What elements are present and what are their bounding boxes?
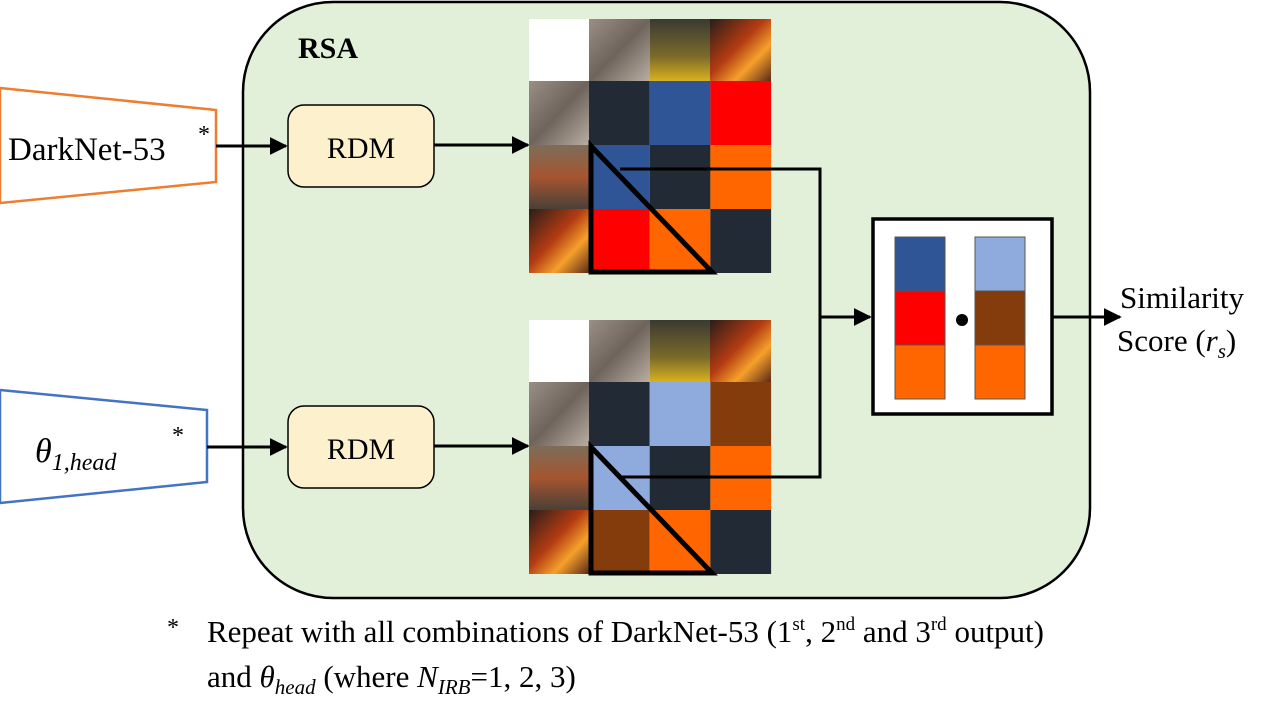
connector-top-to-compare [620,167,822,317]
matrix-cell-r1-c1 [649,145,711,209]
matrix-cell-r2-c2 [710,510,772,574]
lower-triangle-outline-top [588,139,718,275]
rdm-matrix-top [529,19,772,275]
darknet-label: DarkNet-53 [8,132,166,168]
score-label: Score (rs) [1117,323,1236,363]
thumb-rubble-col [589,19,650,81]
thumb-fire-col [710,19,771,81]
vector-cell-0 [974,236,1026,292]
matrix-cell-r0-c0 [589,81,650,145]
darknet-input-shape [0,86,218,205]
vector-cell-1 [974,290,1026,346]
matrix-cell-r0-c1 [649,81,711,145]
thumb-crowd-col [650,320,710,382]
thumb-fire-row [529,209,589,273]
matrix-cell-r0-c2 [710,382,772,446]
vector-cell-2 [894,344,946,400]
thumb-town-row [529,446,589,510]
matrix-cell-r2-c0 [589,209,650,273]
vector-cell-0 [894,236,946,292]
thumb-crowd-col [650,19,710,81]
matrix-bottom-blank-corner [529,320,589,382]
matrix-cell-r0-c2 [710,81,772,145]
matrix-top-blank-corner [529,19,589,81]
theta-symbol: θ [35,433,52,470]
rsa-container [241,0,1092,600]
vector-cell-2 [974,344,1026,400]
rdm-top-label: RDM [327,132,395,165]
matrix-cell-r2-c0 [589,510,650,574]
vector-right [974,236,1026,400]
theta-input-shape [0,388,209,505]
theta-asterisk: * [172,423,184,449]
thumb-rubble-col [589,320,650,382]
darknet-asterisk: * [198,122,210,148]
dot-product-symbol [956,314,968,326]
thumb-town-row [529,145,589,209]
footnote-line2: and θhead (where NIRB=1, 2, 3) [207,659,576,699]
thumb-rubble-row [529,81,589,145]
lower-triangle-outline-bottom [588,440,718,576]
thumb-fire-row [529,510,589,574]
similarity-label: Similarity [1120,280,1245,315]
matrix-cell-r0-c1 [649,382,711,446]
thumb-fire-col [710,320,771,382]
rdm-bottom-label: RDM [327,433,395,466]
vector-cell-1 [894,290,946,346]
connector-bottom-to-compare [620,317,822,479]
footnote-line1: Repeat with all combinations of DarkNet-… [207,614,1044,649]
thumb-rubble-row [529,382,589,446]
rdm-matrix-bottom [529,320,772,576]
rsa-title: RSA [298,32,358,65]
matrix-cell-r1-c2 [710,145,772,209]
vector-left [894,236,946,400]
matrix-cell-r2-c2 [710,209,772,273]
matrix-cell-r0-c0 [589,382,650,446]
theta-subscript: 1,head [52,450,118,476]
footnote-star: * [167,615,179,641]
theta-label: θ1,head [35,433,117,476]
